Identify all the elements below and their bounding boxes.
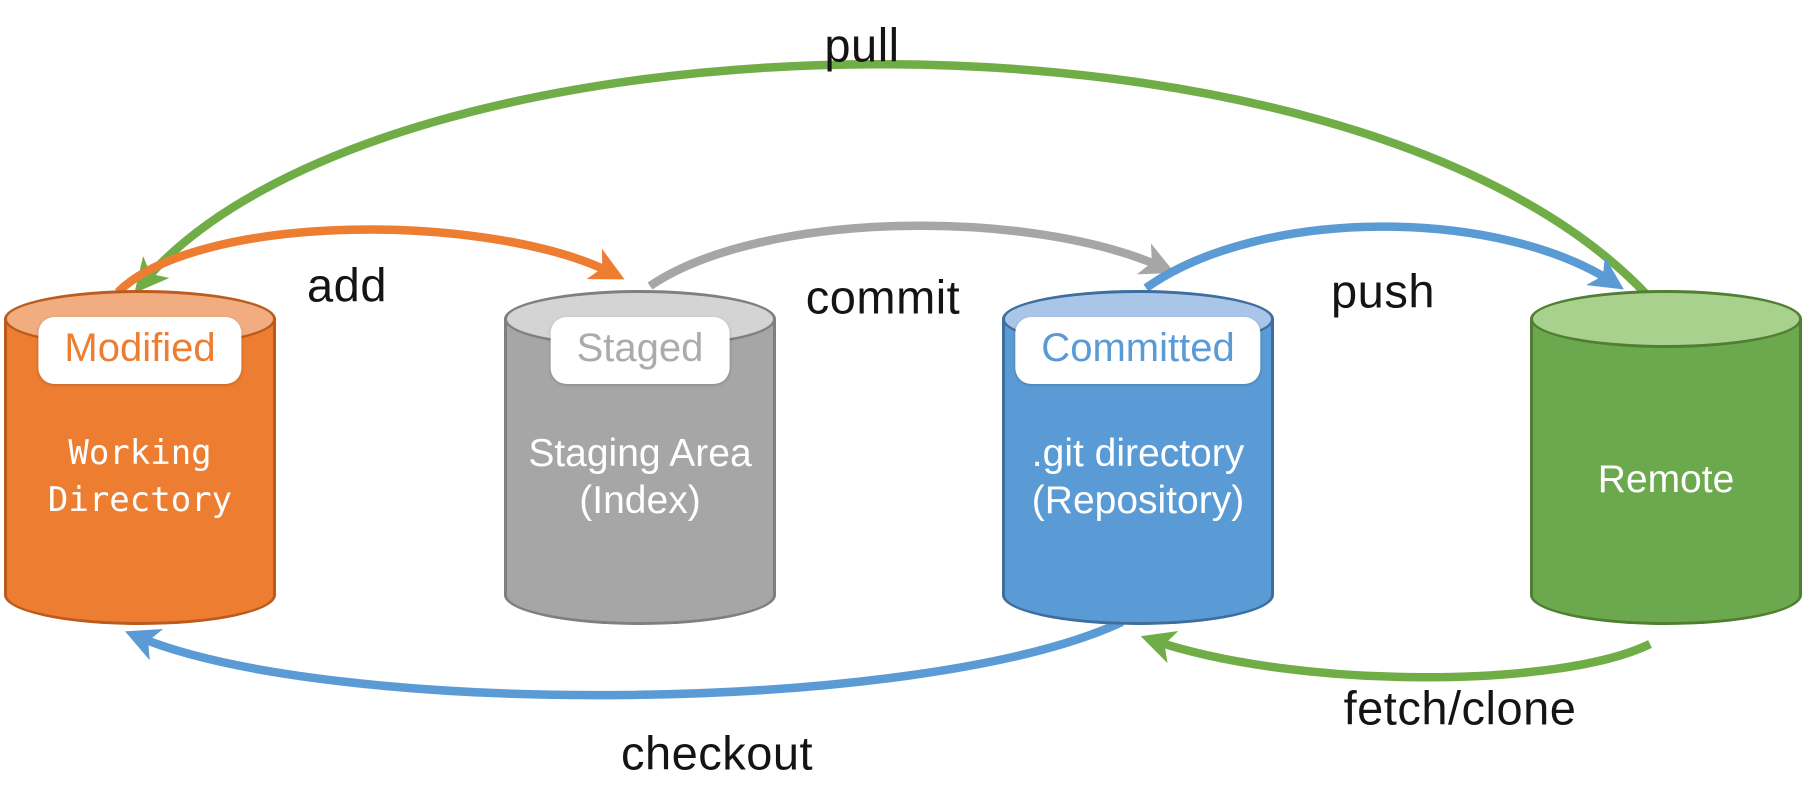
- pull-arrow-label: pull: [824, 18, 900, 72]
- pull-arrow: [134, 60, 1652, 299]
- node-git-directory: Committed .git directory (Repository): [1002, 290, 1274, 625]
- fetch-clone-arrow-label: fetch/clone: [1343, 681, 1577, 735]
- status-badge-committed: Committed: [1015, 317, 1261, 384]
- node-staging-area: Staged Staging Area (Index): [504, 290, 776, 625]
- commit-arrow-label: commit: [805, 270, 961, 324]
- node-remote: Remote: [1530, 290, 1802, 625]
- cylinder-top-ellipse: [1530, 290, 1802, 348]
- status-badge-modified: Modified: [38, 317, 242, 384]
- push-arrow-label: push: [1331, 264, 1435, 318]
- cylinder-body: [1530, 319, 1802, 625]
- checkout-arrow-label: checkout: [620, 726, 814, 780]
- node-label: Remote: [1597, 458, 1735, 501]
- node-label: Staging Area (Index): [528, 432, 752, 522]
- fetch-clone-arrow: [1140, 630, 1652, 682]
- add-arrow: [115, 225, 625, 296]
- commit-arrow: [647, 221, 1175, 290]
- add-arrow-label: add: [307, 258, 387, 312]
- node-working-directory: Modified Working Directory: [4, 290, 276, 625]
- status-badge-staged: Staged: [550, 317, 730, 384]
- node-label: .git directory (Repository): [1031, 432, 1245, 522]
- push-arrow: [1143, 222, 1624, 292]
- node-label: Working Directory: [47, 433, 233, 520]
- checkout-arrow: [125, 618, 1124, 700]
